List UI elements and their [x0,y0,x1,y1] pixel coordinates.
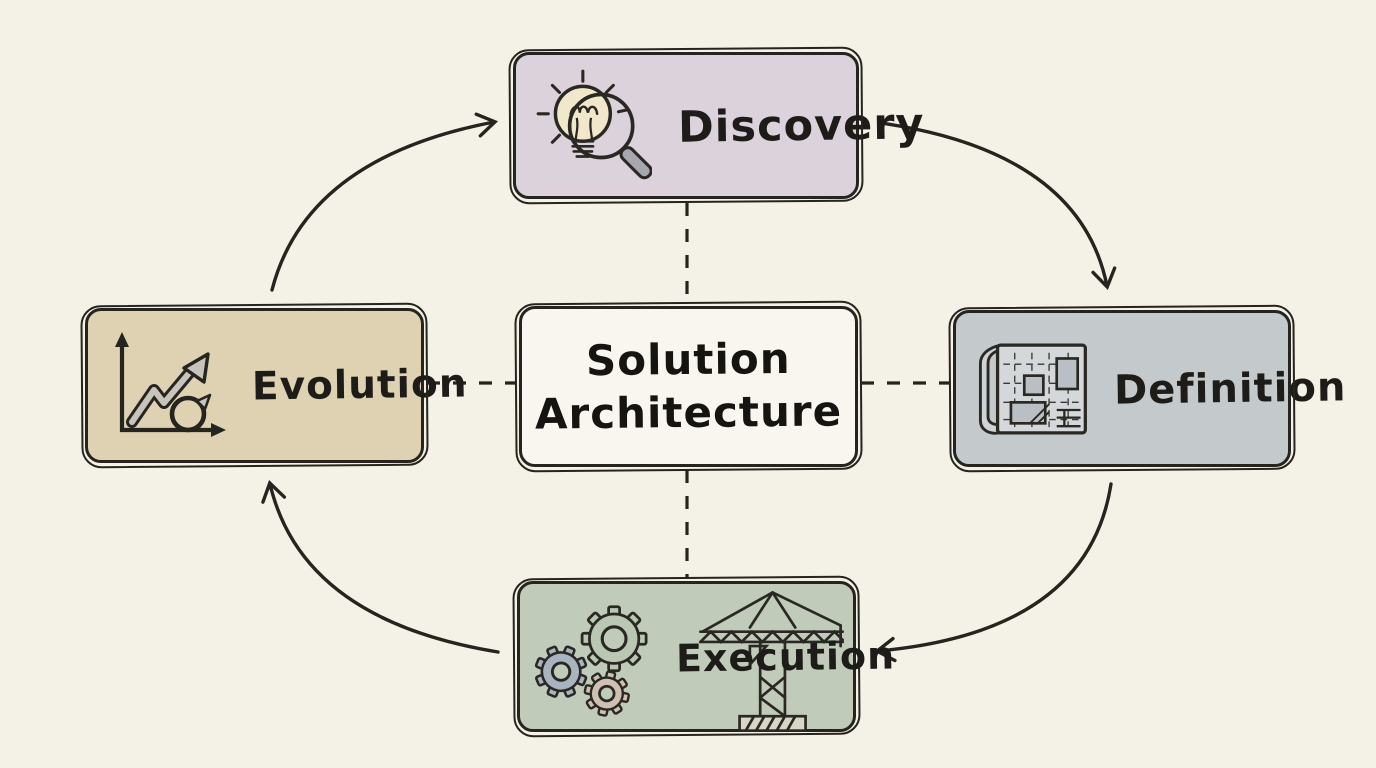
node-evolution-label: Evolution [251,361,468,410]
center-title-line1: Solution [585,333,792,386]
arrow-definition-to-execution [873,482,1113,663]
node-execution-label: Execution [675,632,896,681]
node-discovery-label: Discovery [677,98,925,153]
arrow-evolution-to-discovery [270,112,499,292]
node-evolution: Evolution [85,308,468,463]
gears-icon [530,593,658,721]
center-title-line2: Architecture [534,385,843,439]
node-execution: Execution [517,581,895,732]
node-definition-label: Definition [1113,363,1347,414]
node-discovery: Discovery [513,52,925,199]
arrow-execution-to-evolution [261,479,500,654]
growth-chart-refresh-icon [100,325,234,447]
node-definition: Definition [953,310,1347,467]
crane-icon [688,582,853,737]
blueprint-icon [968,330,1092,448]
node-solution-architecture: Solution Architecture [519,306,858,467]
lightbulb-magnifier-icon [530,65,652,187]
